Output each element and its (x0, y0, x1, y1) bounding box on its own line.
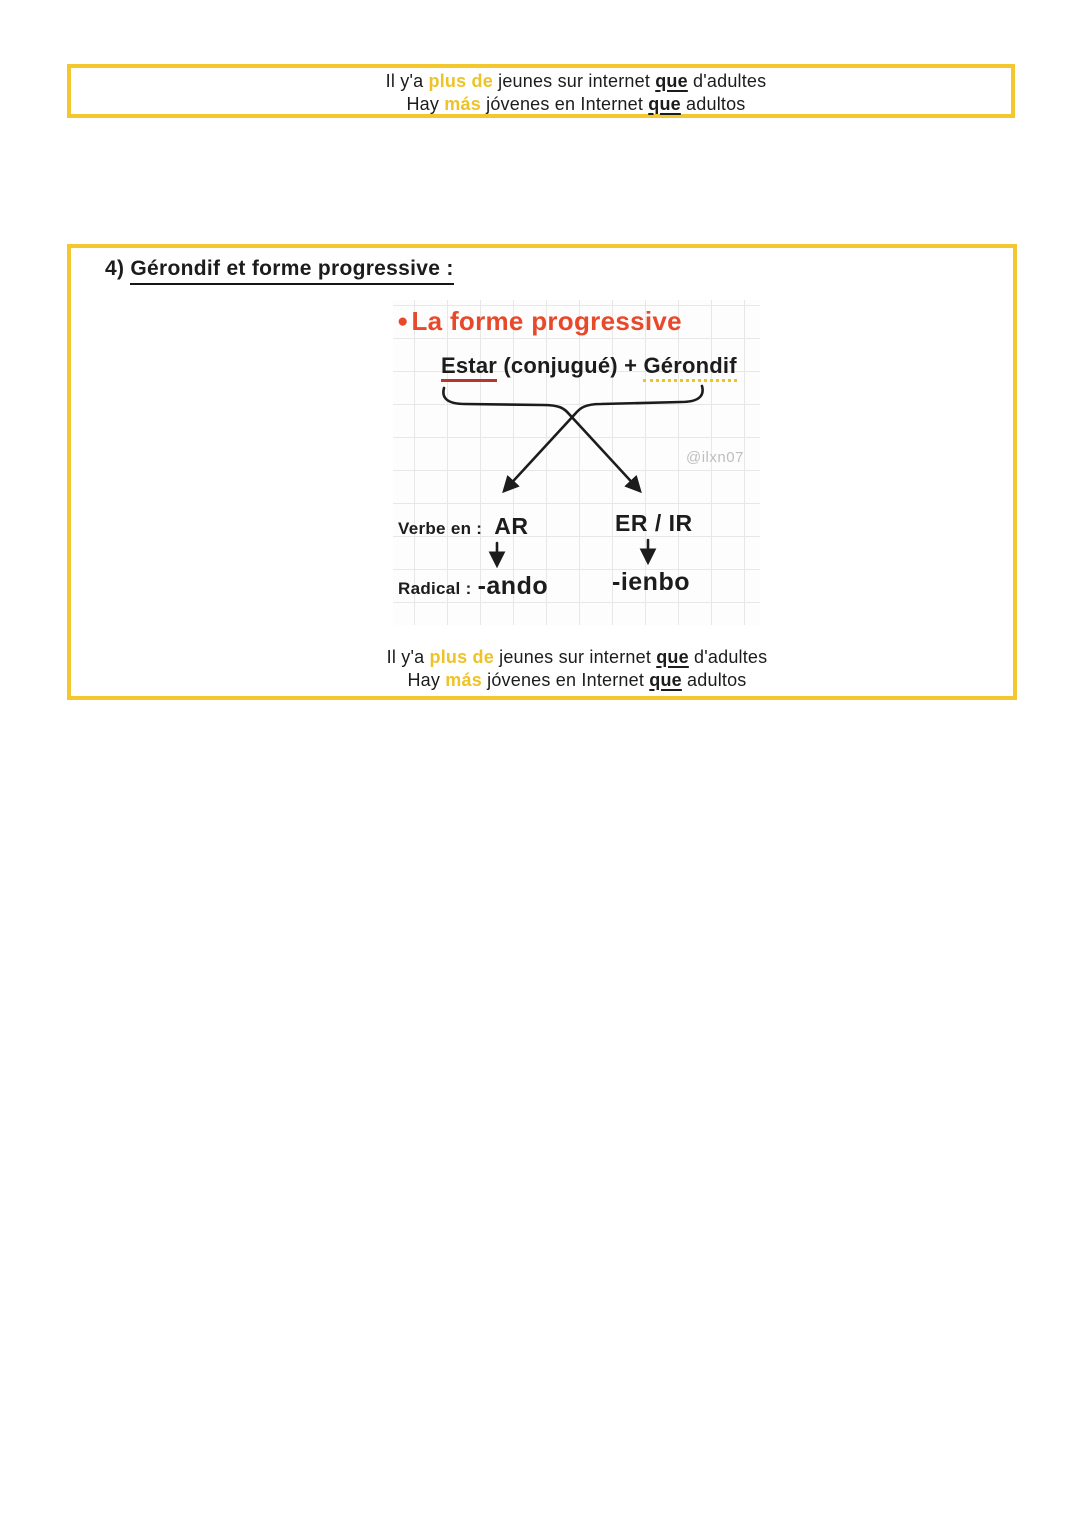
brace-left-to-right-arrow (442, 386, 642, 494)
section-gerondif-box: 4) Gérondif et forme progressive : ● La … (67, 244, 1017, 700)
highlighted-word: plus de (429, 647, 494, 667)
text-segment: adultos (680, 94, 746, 114)
verb-ending-ar: AR (494, 513, 529, 539)
text-segment: d'adultes (687, 71, 767, 91)
bullet-icon: ● (397, 311, 409, 332)
radical-label: Radical : (398, 579, 472, 598)
text-segment: adultos (681, 670, 747, 690)
verbe-row: Verbe en : AR (398, 513, 529, 540)
comparison-note-bottom: Il y'a plus de jeunes sur internet que d… (71, 646, 1013, 692)
section-title: Gérondif et forme progressive : (130, 257, 454, 285)
radical-ando: -ando (477, 572, 549, 600)
section-heading: 4) Gérondif et forme progressive : (105, 257, 454, 285)
comparison-note-box-top: Il y'a plus de jeunes sur internet que d… (67, 64, 1015, 118)
diagram-title: ● La forme progressive (397, 306, 682, 337)
radical-row: Radical : -ando (398, 572, 548, 601)
text-segment: Hay (407, 670, 446, 690)
forme-progressive-diagram: ● La forme progressive Estar (conjugué) … (393, 300, 760, 625)
gerondif-word: Gérondif (643, 353, 737, 382)
formula-line: Estar (conjugué) + Gérondif (441, 353, 737, 382)
text-segment: jóvenes en Internet (480, 94, 649, 114)
brace-and-arrows-svg (442, 384, 704, 569)
text-segment: Il y'a (385, 71, 429, 91)
french-comparison-line: Il y'a plus de jeunes sur internet que d… (141, 646, 1013, 669)
verbe-label: Verbe en : (398, 519, 483, 538)
section-number: 4) (105, 257, 131, 280)
spanish-comparison-line: Hay más jóvenes en Internet que adultos (141, 93, 1011, 116)
text-segment: d'adultes (688, 647, 768, 667)
text-segment: jeunes sur internet (493, 647, 657, 667)
underlined-word: que (656, 647, 689, 667)
underlined-word: que (649, 670, 682, 690)
formula-middle: (conjugué) + (497, 353, 644, 378)
text-segment: Hay (406, 94, 445, 114)
radical-ienbo: -ienbo (612, 568, 690, 596)
highlighted-word: más (444, 94, 481, 114)
highlighted-word: más (445, 670, 482, 690)
text-segment: jóvenes en Internet (481, 670, 650, 690)
verb-ending-er-ir: ER / IR (615, 510, 693, 536)
underlined-word: que (648, 94, 681, 114)
underlined-word: que (655, 71, 688, 91)
brace-right-to-left-arrow (502, 384, 704, 494)
highlighted-word: plus de (428, 71, 493, 91)
spanish-comparison-line: Hay más jóvenes en Internet que adultos (141, 669, 1013, 692)
diagram-title-text: La forme progressive (411, 306, 682, 336)
french-comparison-line: Il y'a plus de jeunes sur internet que d… (141, 70, 1011, 93)
watermark: @ilxn07 (686, 449, 744, 466)
estar-word: Estar (441, 353, 498, 382)
text-segment: Il y'a (386, 647, 430, 667)
text-segment: jeunes sur internet (492, 71, 656, 91)
comparison-note-top: Il y'a plus de jeunes sur internet que d… (71, 70, 1011, 116)
